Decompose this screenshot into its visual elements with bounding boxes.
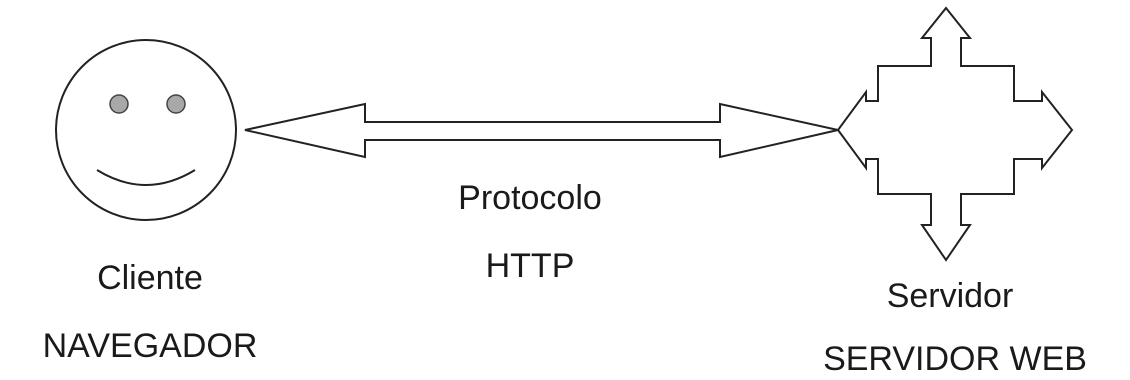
protocol-name-label: HTTP: [485, 247, 575, 285]
face-outline: [55, 39, 237, 221]
server-sublabel: SERVIDOR WEB: [823, 340, 1087, 378]
four-way-arrow-icon: [836, 6, 1074, 262]
client-label: Cliente: [97, 259, 203, 297]
protocol-arrow: [244, 102, 839, 159]
right-eye: [166, 94, 186, 114]
double-headed-arrow-icon: [244, 102, 839, 159]
protocol-label: Protocolo: [458, 179, 602, 217]
server-label: Servidor: [886, 277, 1014, 315]
smile: [96, 169, 196, 186]
smiley-face-icon: [55, 39, 237, 221]
left-eye: [109, 94, 129, 114]
server-shape: [836, 6, 1074, 262]
client-sublabel: NAVEGADOR: [42, 327, 258, 365]
